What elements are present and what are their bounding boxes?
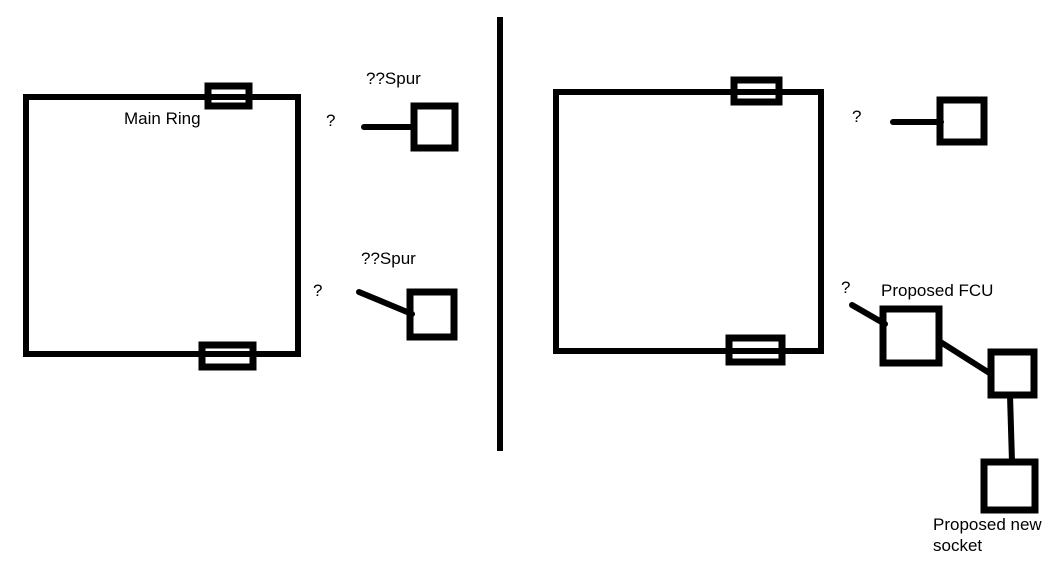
main-ring-outline xyxy=(23,94,301,357)
right-top-spur-question-mark: ? xyxy=(852,107,862,126)
right-ring-top-junction-box xyxy=(730,76,783,106)
top-spur-question-mark: ? xyxy=(326,111,336,130)
mid-to-new-socket-cable-line xyxy=(1007,392,1015,465)
fcu-question-mark: ? xyxy=(841,278,851,297)
top-spur-label: ??Spur xyxy=(366,69,421,88)
proposed-fcu-box xyxy=(879,305,943,367)
proposed-new-socket-box xyxy=(980,458,1039,514)
right-top-spur-socket-box xyxy=(936,96,988,146)
proposed-new-socket-label: Proposed new socket xyxy=(933,515,1042,555)
bottom-spur-socket-box xyxy=(406,288,458,341)
main-ring-label: Main Ring xyxy=(124,109,201,128)
right-ring-bottom-junction-box xyxy=(725,334,786,366)
mid-socket-box xyxy=(987,348,1038,399)
right-ring-outline xyxy=(553,89,824,354)
bottom-spur-question-mark: ? xyxy=(313,281,323,300)
ring-top-junction-box xyxy=(204,82,253,110)
fcu-to-mid-socket-cable-line xyxy=(936,338,994,377)
bottom-spur-cable-line xyxy=(356,289,415,317)
proposed-fcu-label: Proposed FCU xyxy=(881,281,994,300)
top-spur-socket-box xyxy=(410,102,459,152)
ring-bottom-junction-box xyxy=(198,341,257,371)
bottom-spur-label: ??Spur xyxy=(361,249,416,268)
